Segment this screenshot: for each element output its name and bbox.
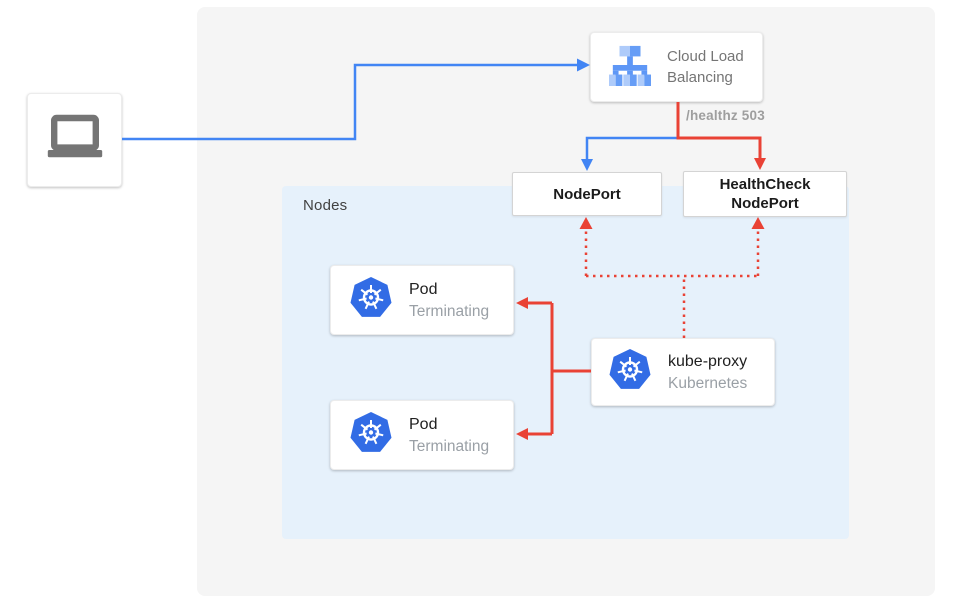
nodeport-node: NodePort (512, 172, 662, 216)
healthz-status-label: /healthz 503 (686, 108, 765, 123)
pod-bottom-title: Pod (409, 415, 438, 433)
nodes-group-label: Nodes (303, 197, 348, 214)
kube-proxy-title: kube-proxy (668, 352, 748, 370)
kube-proxy-node: kube-proxy Kubernetes (591, 338, 775, 406)
healthcheck-label-line2: NodePort (731, 195, 799, 212)
pod-top-title: Pod (409, 280, 438, 298)
kubernetes-icon (608, 348, 652, 397)
client-node (27, 93, 122, 187)
pod-bottom-status: Terminating (409, 437, 490, 455)
kubernetes-icon (349, 276, 393, 325)
pod-bottom-node: Pod Terminating (330, 400, 514, 470)
kube-proxy-subtitle: Kubernetes (668, 374, 748, 392)
pod-top-node: Pod Terminating (330, 265, 514, 335)
healthcheck-nodeport-node: HealthCheck NodePort (683, 171, 847, 217)
healthcheck-label-line1: HealthCheck (719, 176, 811, 193)
cloud-load-balancing-icon (607, 44, 653, 91)
clb-label-line2: Balancing (667, 69, 733, 86)
cloud-load-balancing-node: Cloud Load Balancing (590, 32, 763, 102)
clb-label-line1: Cloud Load (667, 48, 744, 65)
pod-top-status: Terminating (409, 302, 490, 320)
nodeport-label: NodePort (553, 185, 621, 203)
kubernetes-icon (349, 411, 393, 460)
healthcheck-nodeport-label: HealthCheck NodePort (720, 175, 811, 213)
cloud-load-balancing-label: Cloud Load Balancing (667, 46, 744, 88)
laptop-icon (43, 112, 107, 169)
